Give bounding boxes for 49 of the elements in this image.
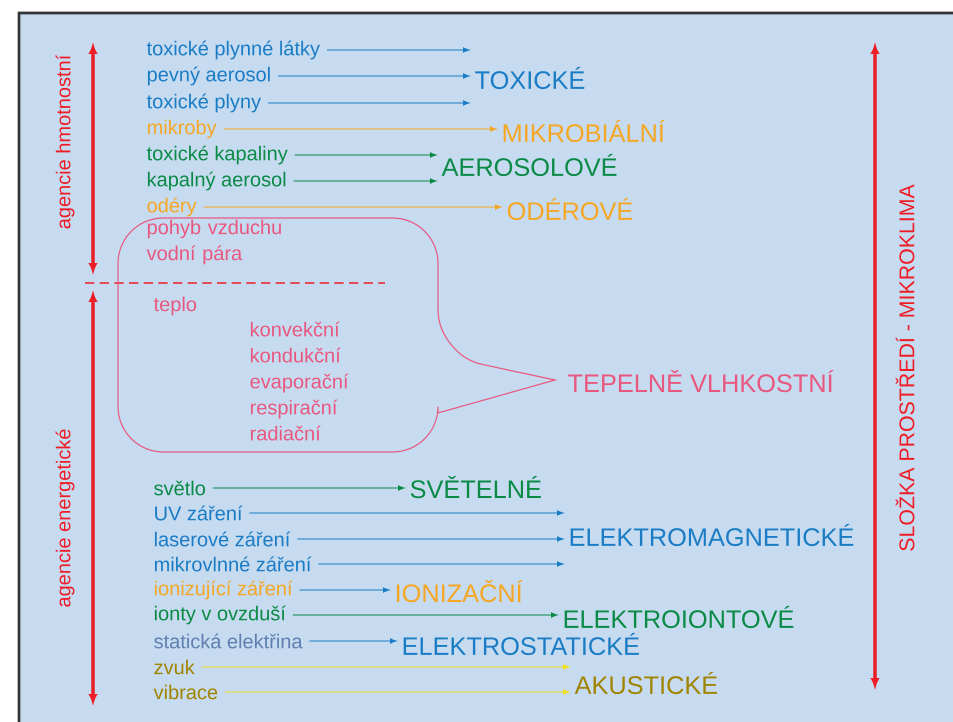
factor-label: odéry: [147, 198, 197, 216]
arrow: [300, 587, 390, 593]
arrow: [292, 612, 558, 618]
arrow: [326, 47, 470, 53]
axis-label: agencie hmotnostní: [56, 54, 74, 228]
arrow: [294, 178, 436, 184]
category-label: TEPELNĚ VLHKOSTNÍ: [568, 370, 834, 392]
category-label: AEROSOLOVÉ: [442, 154, 616, 176]
factor-label: ionty v ovzduší: [154, 606, 286, 624]
arrow: [225, 689, 570, 695]
arrow: [268, 100, 470, 106]
factor-label: toxické plynné látky: [146, 40, 320, 60]
axis-label: SLOŽKA PROSTŘEDÍ - MIKROKLIMA: [896, 184, 914, 551]
factor-label: toxické kapaliny: [146, 146, 288, 164]
arrow: [212, 485, 404, 491]
factor-label: kapalný aerosol: [148, 172, 286, 190]
factor-label: konvekční kondukční evaporační respirační radiační: [250, 322, 348, 440]
arrow: [310, 638, 396, 644]
factor-label: toxické plyny: [146, 94, 262, 112]
category-label: ELEKTROMAGNETICKÉ: [570, 524, 854, 546]
factor-label: ionizující záření: [154, 580, 292, 600]
factor-label: světlo: [154, 480, 205, 496]
category-label: TOXICKÉ: [475, 66, 584, 90]
category-label: SVĚTELNÉ: [410, 476, 541, 498]
arrow: [202, 664, 570, 670]
arrow: [224, 126, 496, 132]
factor-label: vibrace: [154, 684, 218, 700]
category-label: ELEKTROSTATICKÉ: [404, 632, 639, 656]
factor-label: zvuk: [154, 660, 195, 674]
factor-label: mikroby: [148, 120, 217, 138]
factor-label: mikrovlnné záření: [154, 556, 312, 572]
arrow: [278, 73, 470, 79]
factor-label: statická elektřina: [154, 634, 303, 648]
factor-label: laserové záření: [154, 532, 290, 546]
factor-label: pohyb vzduchu vodní pára: [146, 220, 281, 264]
arrow: [204, 204, 502, 210]
arrow: [297, 536, 564, 542]
category-label: MIKROBIÁLNÍ: [504, 120, 665, 142]
axis-label: agencie energetické: [56, 429, 74, 607]
arrow: [249, 510, 564, 516]
arrow: [318, 561, 564, 567]
arrow: [294, 152, 436, 158]
category-label: AKUSTICKÉ: [574, 672, 718, 694]
factor-label: teplo: [154, 296, 196, 316]
category-label: IONIZAČNÍ: [396, 580, 523, 602]
category-label: ELEKTROIONTOVÉ: [564, 606, 794, 628]
category-label: ODÉROVÉ: [508, 198, 632, 220]
factor-label: pevný aerosol: [148, 66, 270, 86]
factor-label: UV záření: [155, 506, 242, 520]
